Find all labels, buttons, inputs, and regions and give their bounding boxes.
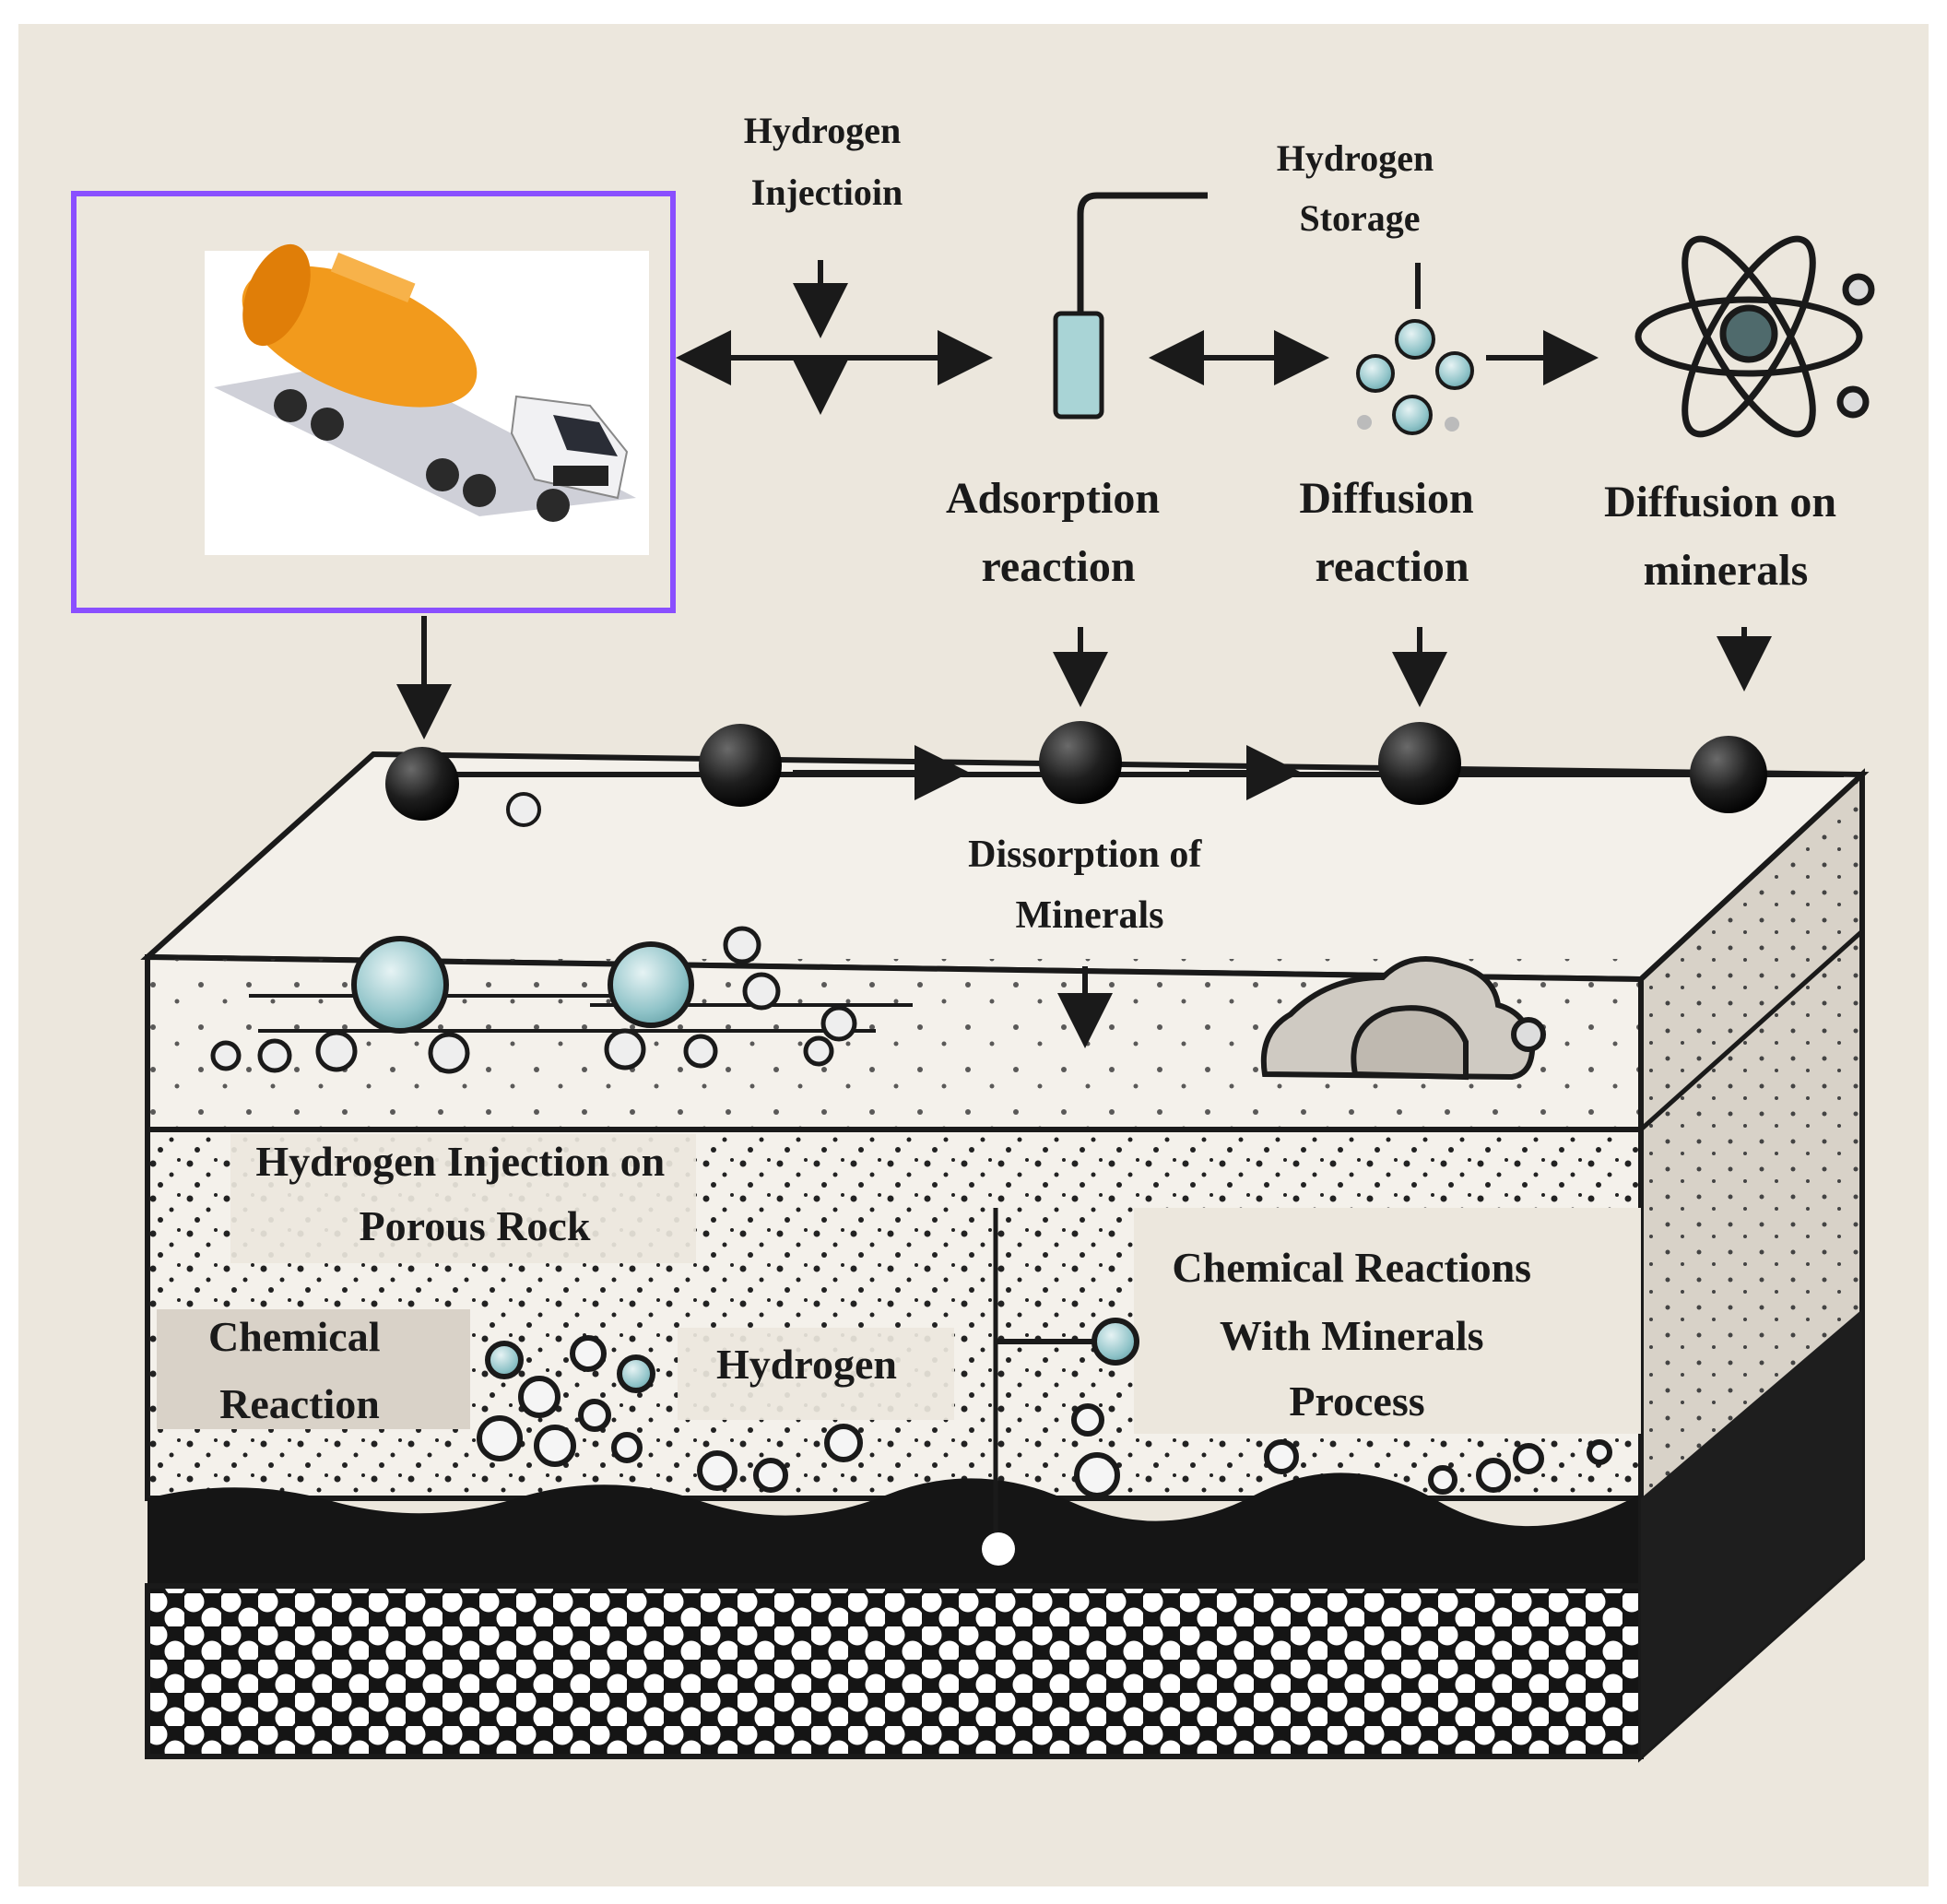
tanker-frame [71, 191, 676, 613]
surface-flow [385, 721, 1844, 827]
upper-band-bubbles [210, 926, 913, 1074]
rock-block [140, 751, 1870, 1763]
lower-band-bubbles [477, 1335, 1612, 1498]
mineral-rocks [1260, 956, 1546, 1081]
porous-rock-label: Hydrogen Injection on Porous Rock [255, 1138, 675, 1249]
hydrogen-label-bg [678, 1328, 954, 1420]
adsorption-reaction-label: Adsorption reaction [946, 474, 1171, 591]
atom-icon [1634, 235, 1875, 438]
chemical-reaction-label: Chemical Reaction [208, 1313, 391, 1427]
tanker-truck-icon [214, 243, 636, 522]
hydrogen-label: Hydrogen [716, 1341, 897, 1388]
diffusion-on-minerals-label: Diffusion on minerals [1604, 478, 1847, 595]
label-down-arrows [396, 616, 1772, 739]
injection-arrows [676, 260, 993, 415]
minerals-connector [982, 1208, 1139, 1566]
hydrogen-storage-label: Hydrogen Storage [1277, 137, 1443, 239]
porous-rock-label-bg [230, 1134, 696, 1263]
chemical-reactions-minerals-label: Chemical Reactions With Minerals Process [1172, 1244, 1541, 1425]
injection-probe-icon [1053, 192, 1208, 420]
storage-molecules [1356, 263, 1474, 435]
chemical-minerals-label-bg [1134, 1208, 1641, 1434]
diffusion-reaction-label: Diffusion reaction [1299, 474, 1484, 591]
dissorption-minerals-label: Dissorption of Minerals [968, 834, 1211, 937]
chemical-reaction-label-bg [157, 1309, 470, 1429]
hydrogen-injection-label: Hydrogen Injectioin [744, 110, 910, 213]
